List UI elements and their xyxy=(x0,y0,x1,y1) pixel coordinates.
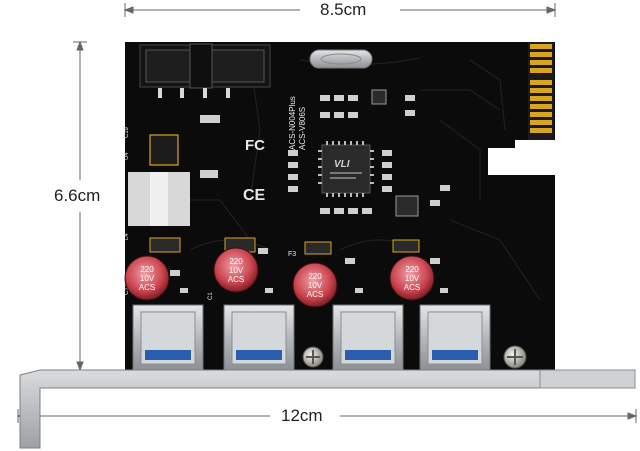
capacitor-4: 220 10V ACS xyxy=(389,255,435,301)
cap-3-brand: ACS xyxy=(307,290,323,299)
model-text-1: ACS-N004Plus xyxy=(288,96,297,150)
fc-mark: FC xyxy=(245,137,265,154)
ce-mark: CE xyxy=(243,187,266,204)
cap-2-value: 220 xyxy=(229,257,243,266)
model-text-2: ACS-V806S xyxy=(298,107,307,150)
label-c1: C1 xyxy=(208,292,214,300)
capacitor-1: 220 10V ACS xyxy=(124,255,170,301)
usb-port-3 xyxy=(332,304,404,371)
silkscreen: ACS-N004Plus ACS-V806S FC CE C17 C1 L4 U… xyxy=(124,96,307,300)
crystal-oscillator xyxy=(309,49,373,69)
cap-3-voltage: 10V xyxy=(308,281,323,290)
usb-port-2 xyxy=(223,304,295,371)
label-u4: U4 xyxy=(124,152,130,160)
cap-1-voltage: 10V xyxy=(140,274,155,283)
cap-1-value: 220 xyxy=(140,265,154,274)
metal-bracket xyxy=(19,369,636,449)
cap-1-brand: ACS xyxy=(139,283,155,292)
capacitors: 220 10V ACS 220 10V ACS 220 10V ACS 220 … xyxy=(124,247,435,308)
label-c19: C19 xyxy=(124,126,130,138)
cap-4-voltage: 10V xyxy=(405,274,420,283)
chip-logo: VLI xyxy=(334,159,350,170)
vli-controller-chip: VLI xyxy=(318,141,374,197)
usb-port-1 xyxy=(132,304,204,371)
cap-4-value: 220 xyxy=(405,265,419,274)
dimension-width-bottom: 12cm xyxy=(279,406,325,426)
label-f3: F3 xyxy=(288,251,296,258)
label-c17: C17 xyxy=(124,283,130,295)
cap-4-brand: ACS xyxy=(404,283,420,292)
dimension-width-top: 8.5cm xyxy=(318,0,369,20)
power-connector xyxy=(139,43,271,98)
cap-3-value: 220 xyxy=(308,272,322,281)
cap-2-voltage: 10V xyxy=(229,266,244,275)
screws xyxy=(302,345,527,369)
usb-port-4 xyxy=(419,304,491,371)
label-l4: L4 xyxy=(124,233,130,240)
usb-ports xyxy=(132,304,491,371)
dimension-height-left: 6.6cm xyxy=(52,186,103,206)
capacitor-3: 220 10V ACS xyxy=(292,262,338,308)
cap-2-brand: ACS xyxy=(228,275,244,284)
pcie-gold-connector xyxy=(528,42,554,140)
capacitor-2: 220 10V ACS xyxy=(213,247,259,293)
